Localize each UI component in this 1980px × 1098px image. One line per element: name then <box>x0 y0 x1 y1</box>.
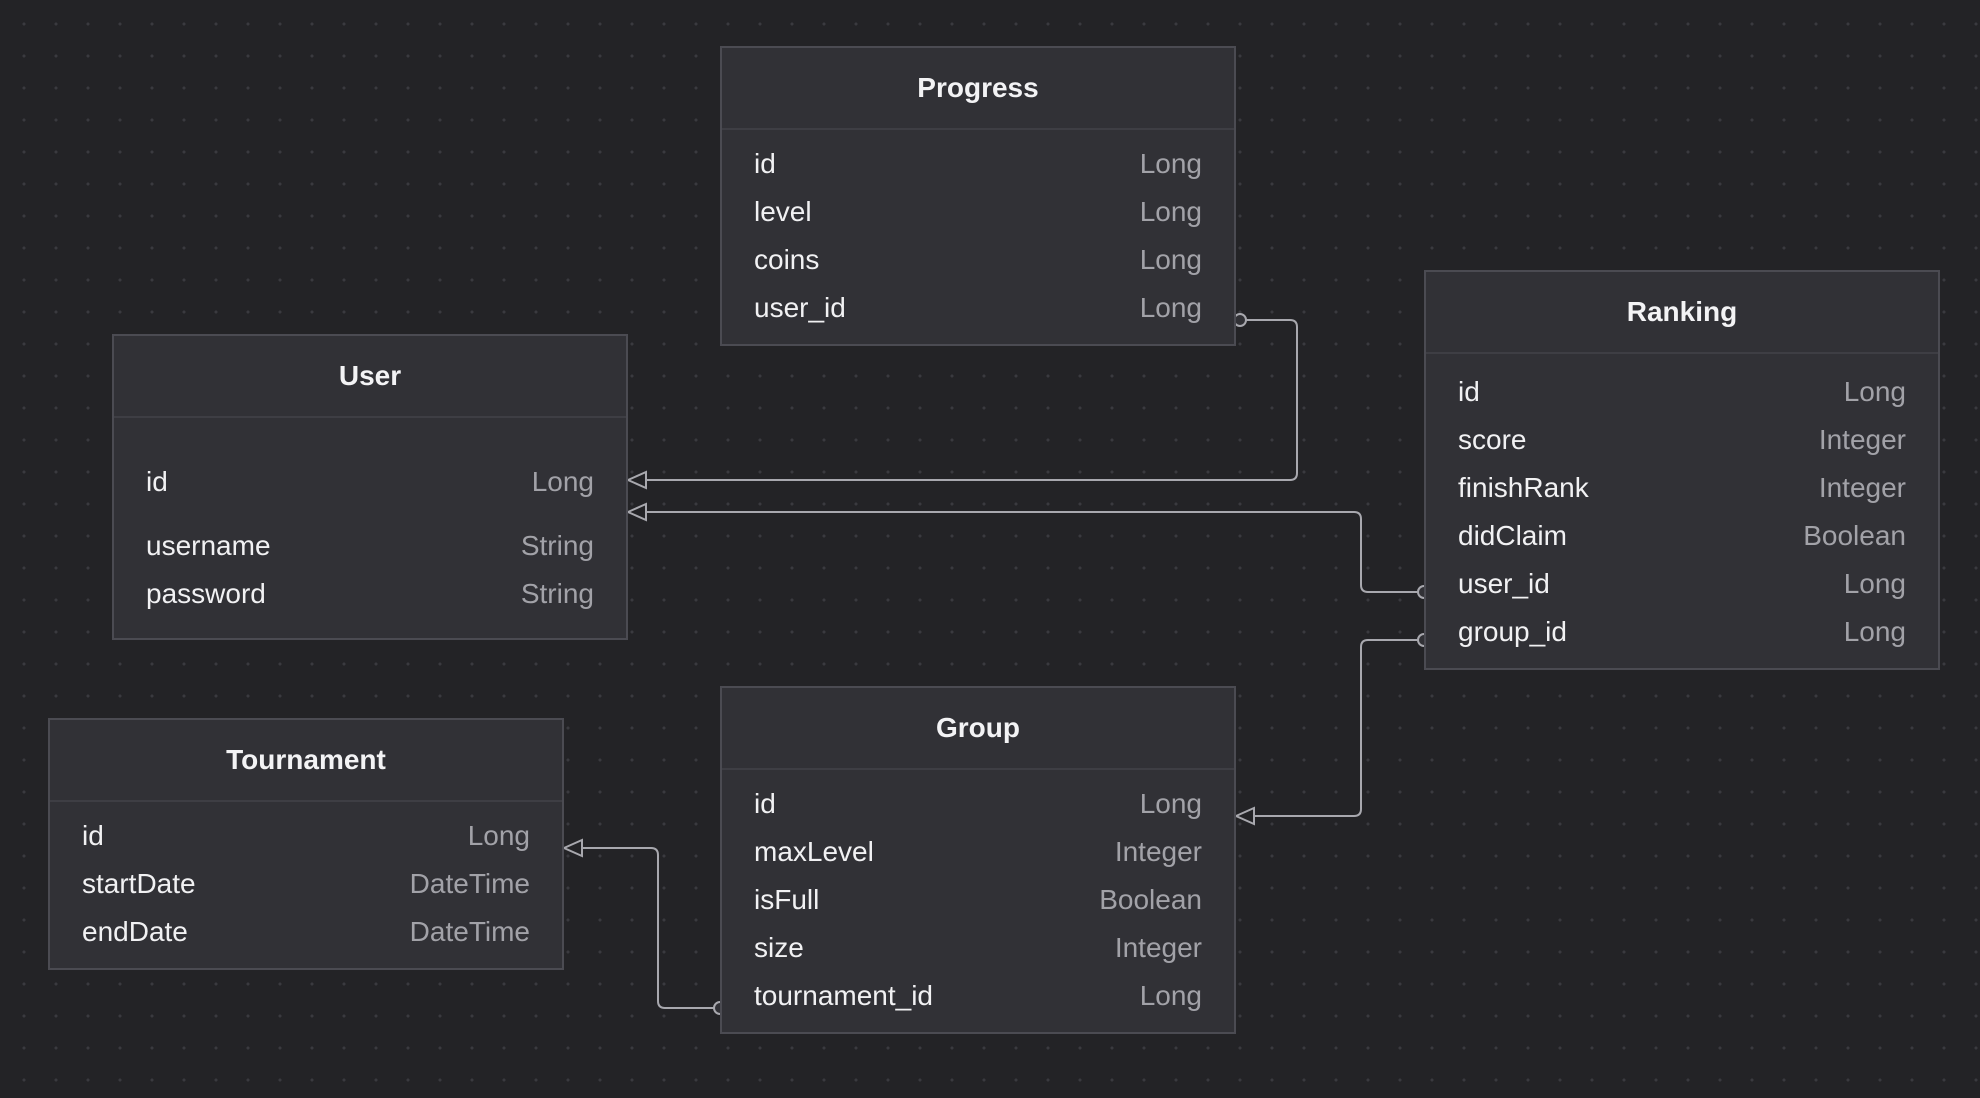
field-name: didClaim <box>1458 520 1567 551</box>
table-header[interactable]: Group <box>722 688 1234 770</box>
table-title: User <box>338 360 402 391</box>
table-group[interactable]: Group id Long maxLevel Integer isFull Bo… <box>720 686 1236 1034</box>
field-name: isFull <box>754 884 820 915</box>
field-row-id[interactable]: id Long <box>754 140 1202 188</box>
field-type: String <box>520 578 594 609</box>
field-name: id <box>754 148 776 179</box>
connector-group-tournament[interactable] <box>561 838 727 1015</box>
field-type: Long <box>1139 980 1202 1011</box>
field-row-level[interactable]: level Long <box>754 188 1202 236</box>
field-type: DateTime <box>409 916 530 947</box>
table-title: Progress <box>917 72 1039 103</box>
field-row-group-id[interactable]: group_id Long <box>1458 608 1906 656</box>
field-type: Long <box>1843 568 1906 599</box>
field-name: endDate <box>82 916 188 947</box>
field-name: username <box>146 530 271 561</box>
field-type: DateTime <box>409 868 530 899</box>
table-ranking[interactable]: Ranking id Long score Integer finishRank… <box>1424 270 1940 670</box>
field-row-max-level[interactable]: maxLevel Integer <box>754 828 1202 876</box>
field-row-tournament-id[interactable]: tournament_id Long <box>754 972 1202 1020</box>
table-header[interactable]: User <box>114 336 626 418</box>
connector-ranking-group[interactable] <box>1233 633 1431 826</box>
field-type: Long <box>531 466 594 497</box>
connector-ranking-user[interactable] <box>625 502 1431 599</box>
field-row-username[interactable]: username String <box>146 522 594 570</box>
field-type: Long <box>1139 196 1202 227</box>
field-type: Boolean <box>1099 884 1202 915</box>
field-row-user-id[interactable]: user_id Long <box>1458 560 1906 608</box>
field-type: Long <box>1139 148 1202 179</box>
field-name: user_id <box>1458 568 1550 599</box>
field-name: id <box>754 788 776 819</box>
field-name: id <box>146 466 168 497</box>
field-type: Long <box>467 820 530 851</box>
field-name: id <box>1458 376 1480 407</box>
field-row-coins[interactable]: coins Long <box>754 236 1202 284</box>
field-row-id[interactable]: id Long <box>754 780 1202 828</box>
field-name: size <box>754 932 804 963</box>
field-name: score <box>1458 424 1527 455</box>
field-name: user_id <box>754 292 846 323</box>
field-name: password <box>146 578 266 609</box>
field-type: Long <box>1843 376 1906 407</box>
table-title: Ranking <box>1626 296 1738 327</box>
field-type: Long <box>1139 292 1202 323</box>
table-progress[interactable]: Progress id Long level Long coins Long u… <box>720 46 1236 346</box>
field-row-did-claim[interactable]: didClaim Boolean <box>1458 512 1906 560</box>
table-user[interactable]: User id Long username String password St… <box>112 334 628 640</box>
field-type: Integer <box>1114 932 1202 963</box>
field-row-id[interactable]: id Long <box>82 812 530 860</box>
field-name: maxLevel <box>754 836 874 867</box>
table-header[interactable]: Tournament <box>50 720 562 802</box>
field-row-finish-rank[interactable]: finishRank Integer <box>1458 464 1906 512</box>
field-type: Integer <box>1818 472 1906 503</box>
field-type: Long <box>1843 616 1906 647</box>
field-name: level <box>754 196 812 227</box>
table-header[interactable]: Ranking <box>1426 272 1938 354</box>
table-tournament[interactable]: Tournament id Long startDate DateTime en… <box>48 718 564 970</box>
field-type: Integer <box>1818 424 1906 455</box>
field-row-score[interactable]: score Integer <box>1458 416 1906 464</box>
table-header[interactable]: Progress <box>722 48 1234 130</box>
field-name: tournament_id <box>754 980 934 1011</box>
field-row-size[interactable]: size Integer <box>754 924 1202 972</box>
field-type: Long <box>1139 244 1202 275</box>
field-type: String <box>520 530 594 561</box>
field-type: Long <box>1139 788 1202 819</box>
field-name: startDate <box>82 868 196 899</box>
field-row-is-full[interactable]: isFull Boolean <box>754 876 1202 924</box>
field-name: finishRank <box>1458 472 1589 503</box>
field-name: coins <box>754 244 820 275</box>
field-name: id <box>82 820 104 851</box>
field-row-id[interactable]: id Long <box>1458 368 1906 416</box>
field-name: group_id <box>1458 616 1567 647</box>
field-row-password[interactable]: password String <box>146 570 594 618</box>
field-row-end-date[interactable]: endDate DateTime <box>82 908 530 956</box>
field-row-id[interactable]: id Long <box>146 458 594 506</box>
field-row-start-date[interactable]: startDate DateTime <box>82 860 530 908</box>
table-title: Tournament <box>226 744 386 775</box>
table-title: Group <box>936 712 1020 743</box>
field-type: Boolean <box>1803 520 1906 551</box>
field-type: Integer <box>1114 836 1202 867</box>
field-row-user-id[interactable]: user_id Long <box>754 284 1202 332</box>
